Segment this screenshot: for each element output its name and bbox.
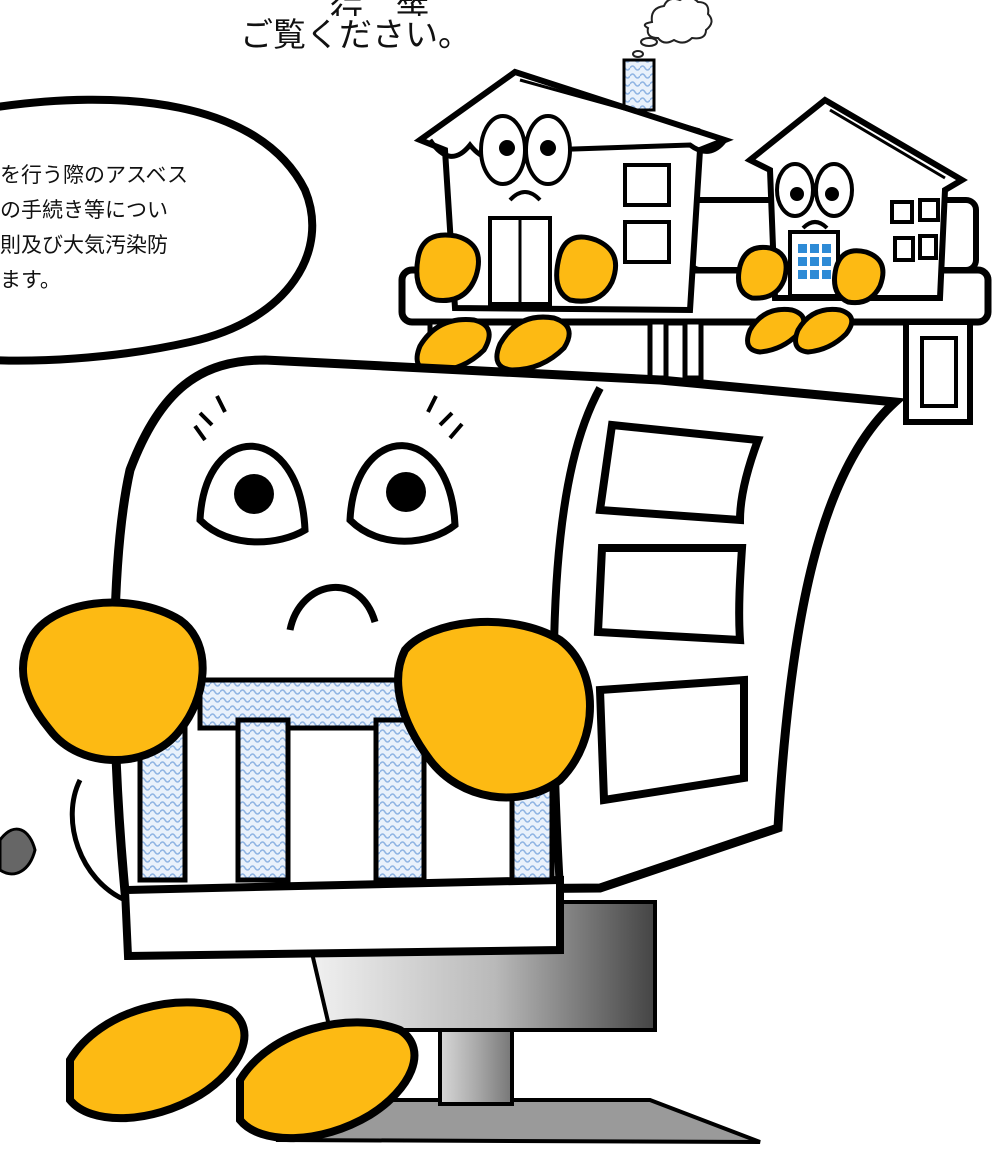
bubble-line: の手続き等につい bbox=[0, 198, 168, 222]
mitten-hand-icon bbox=[414, 232, 886, 375]
bubble-line: を行う際のアスベス bbox=[0, 163, 188, 187]
mitten-hand-icon bbox=[19, 598, 594, 1143]
bubble-line: ます。 bbox=[0, 268, 61, 292]
speech-bubble bbox=[0, 95, 317, 365]
heading-top-text: 行 等 bbox=[330, 0, 429, 16]
heading-main: ご覧ください。 bbox=[240, 15, 471, 54]
building-character-icon bbox=[413, 58, 734, 314]
building-character-icon bbox=[744, 96, 968, 301]
hairdryer-icon bbox=[0, 827, 37, 876]
bubble-line: 則及び大気汚染防 bbox=[0, 233, 168, 257]
cloud-icon bbox=[632, 0, 713, 58]
speech-bubble-text: を行う際のアスベス の手続き等につい 則及び大気汚染防 ます。 bbox=[0, 158, 275, 298]
heading-top-line: 行 等 bbox=[330, 0, 450, 16]
